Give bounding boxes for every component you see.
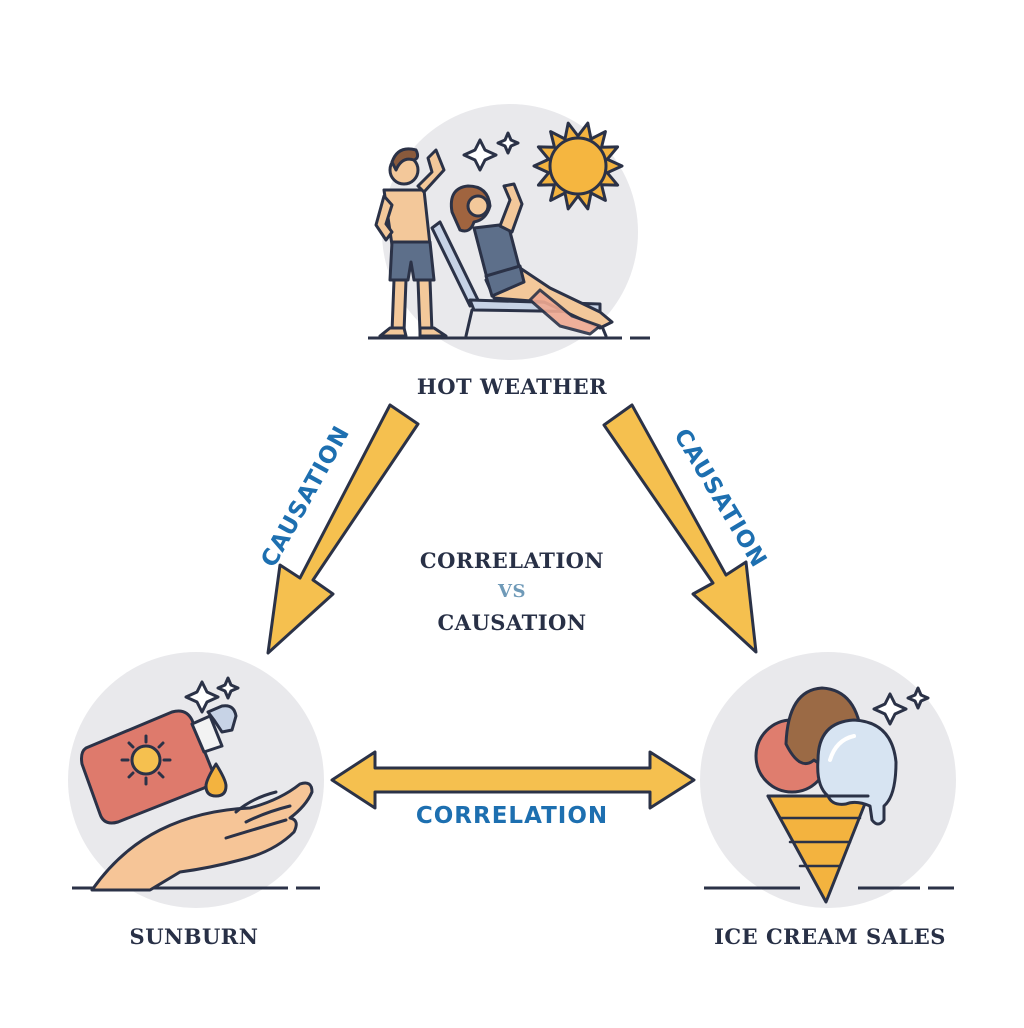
left-arrow-label: CAUSATION	[256, 422, 355, 572]
node-label-ice-cream-sales: ICE CREAM SALES	[714, 924, 946, 949]
sparkle-icon	[872, 686, 930, 726]
causation-arrow-left	[266, 403, 420, 655]
node-label-sunburn: SUNBURN	[129, 924, 259, 949]
center-title-line1: CORRELATION	[419, 548, 605, 573]
sparkle-icon	[184, 676, 240, 714]
sunscreen-hand-icon	[68, 652, 324, 908]
center-title-line2: CAUSATION	[437, 610, 587, 635]
center-title-vs: VS	[498, 581, 526, 602]
ice-cream-cone-icon	[700, 652, 956, 908]
causation-arrow-right	[602, 403, 758, 654]
node-label-hot-weather: HOT WEATHER	[416, 374, 608, 399]
beach-couple-icon	[368, 104, 650, 360]
sparkle-icon	[462, 131, 520, 172]
sun-icon	[532, 121, 624, 211]
correlation-arrow	[330, 750, 696, 810]
bottom-arrow-label: CORRELATION	[415, 803, 609, 829]
